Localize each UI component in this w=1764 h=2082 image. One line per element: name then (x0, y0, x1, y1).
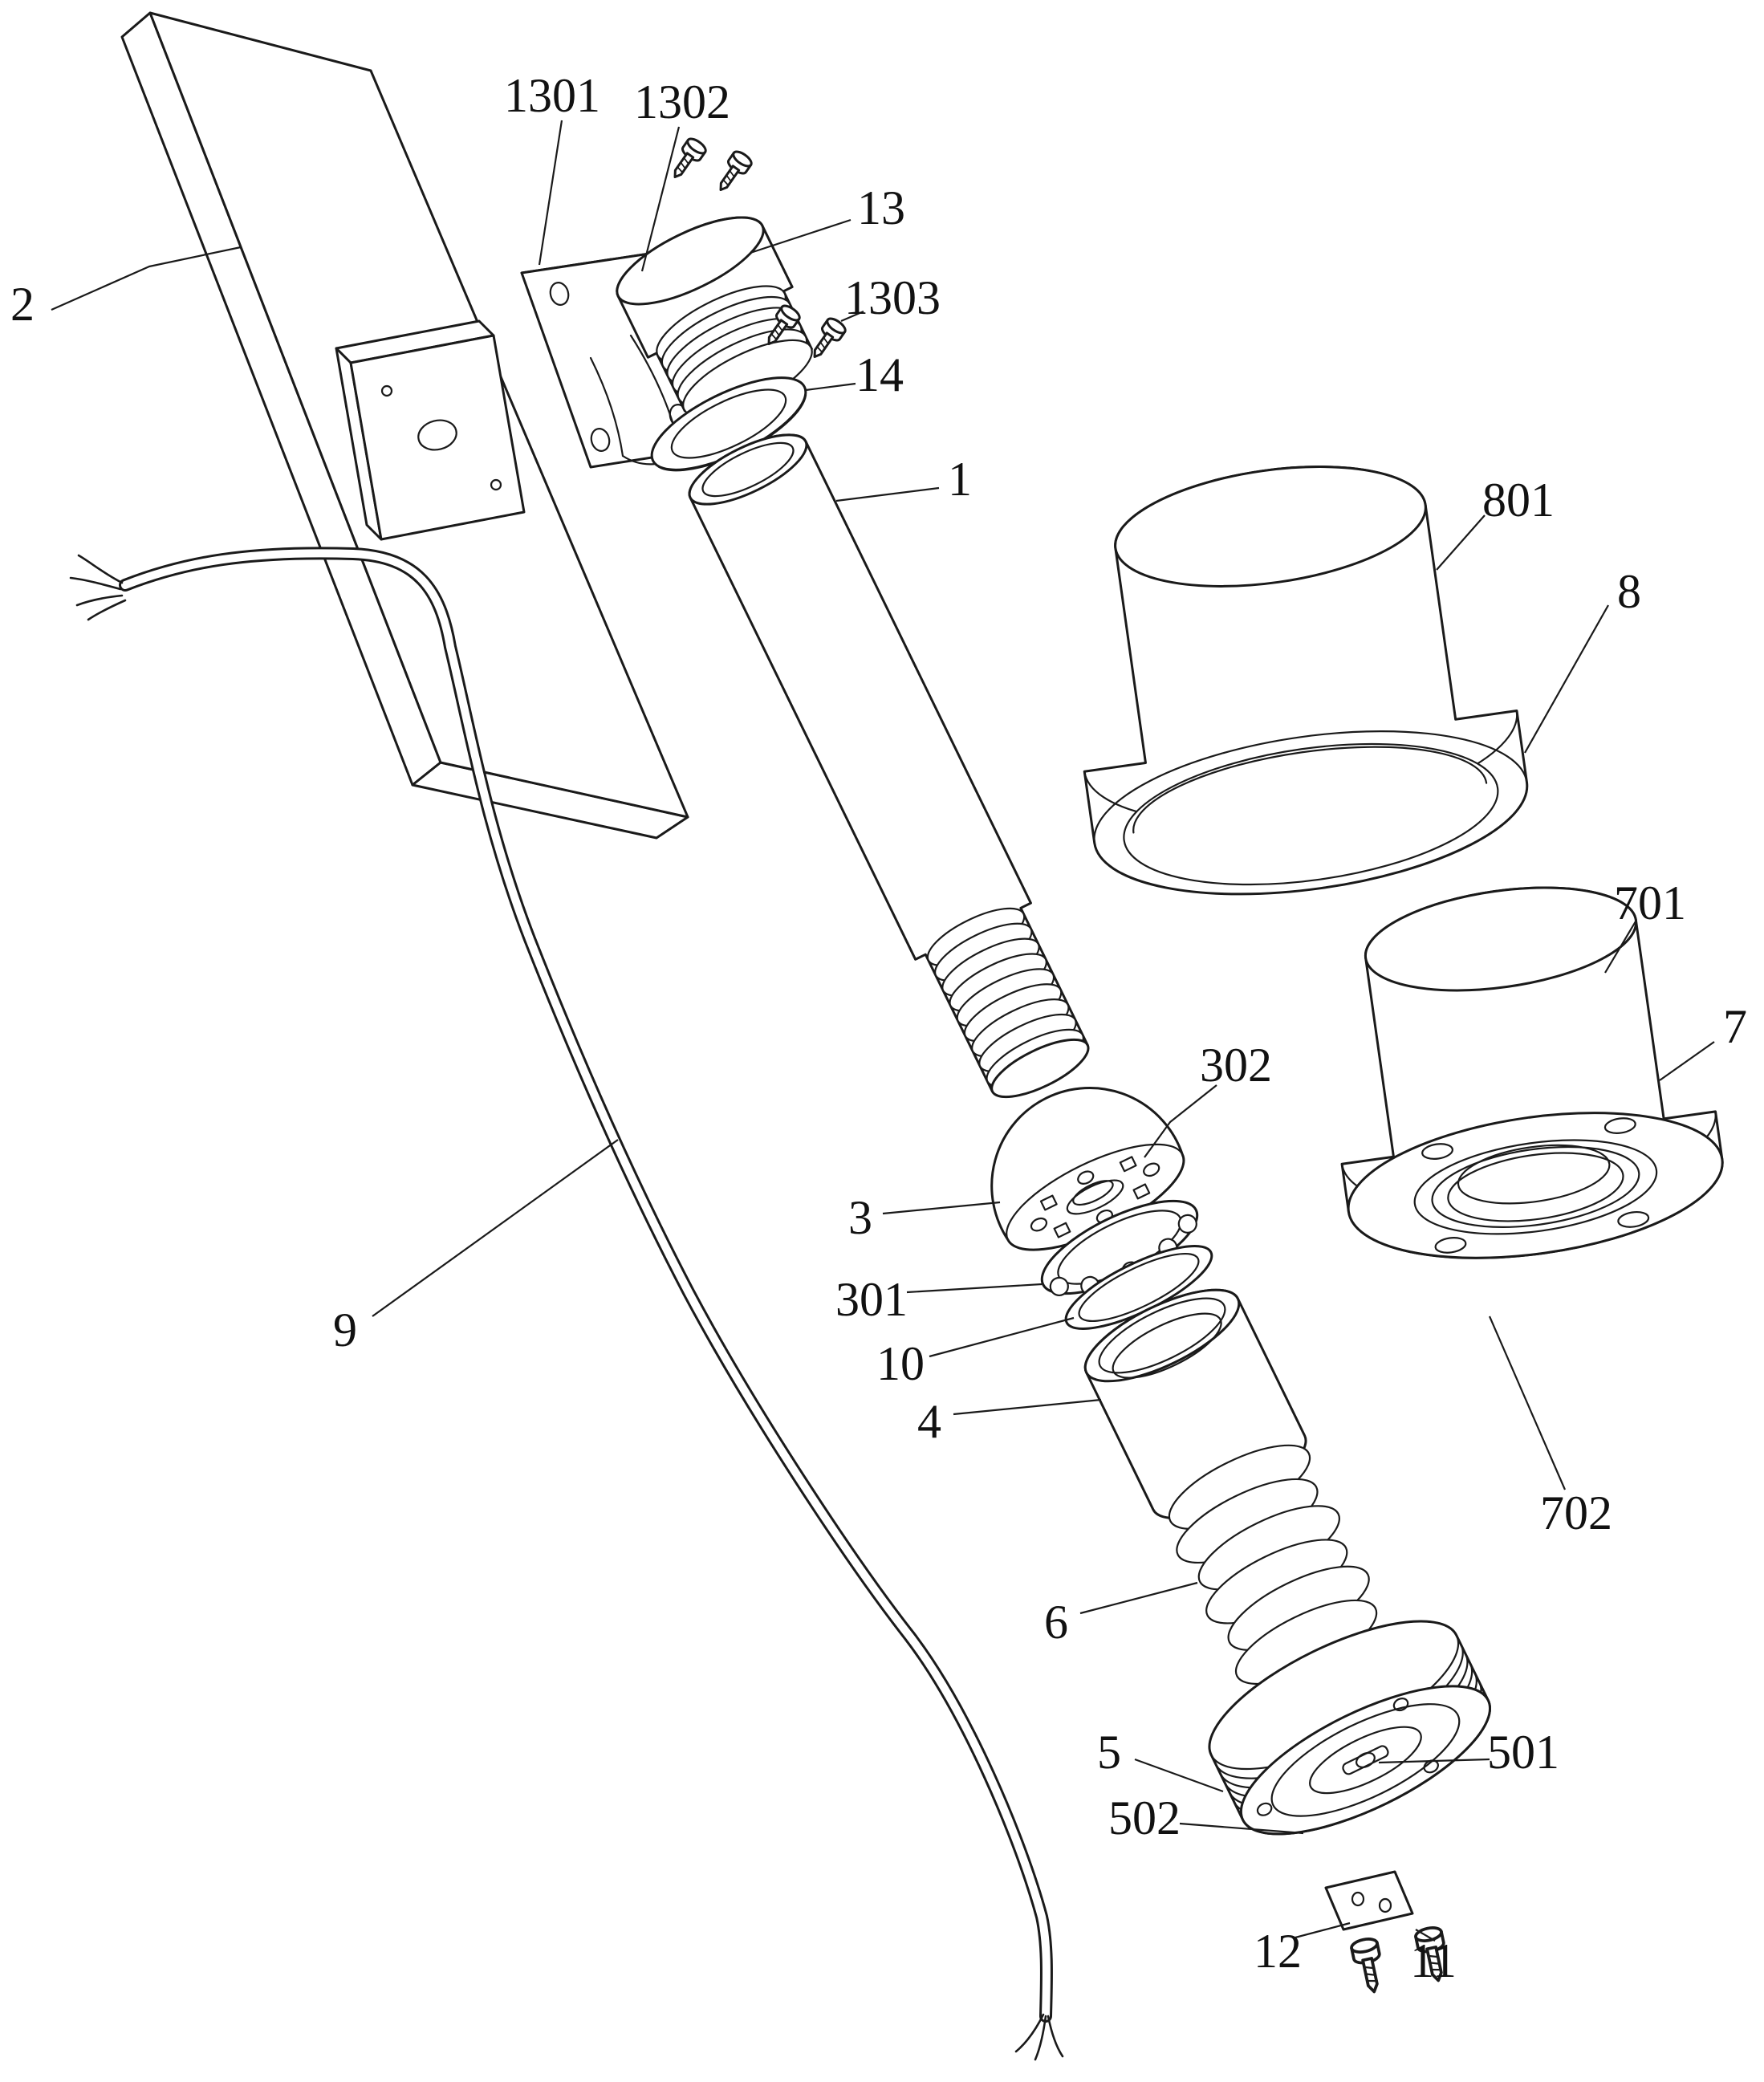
leader-line-1303 (840, 310, 864, 323)
leader-line-12 (1295, 1921, 1351, 1939)
part-label-14: 14 (856, 348, 904, 401)
coil-spring (1168, 1444, 1378, 1686)
leader-line-8 (1524, 604, 1609, 754)
part-label-8: 8 (1617, 565, 1641, 618)
part-label-1: 1 (948, 453, 972, 506)
leader-line-5 (1134, 1758, 1224, 1793)
part-label-1303: 1303 (844, 271, 941, 324)
part-label-501: 501 (1487, 1726, 1559, 1779)
part-label-7: 7 (1723, 1000, 1747, 1053)
wire-strands-bottom (1014, 2013, 1064, 2061)
part-label-10: 10 (876, 1337, 925, 1390)
leader-line-801 (1436, 514, 1486, 571)
junction-box (335, 319, 526, 541)
part-label-502: 502 (1108, 1791, 1181, 1844)
leader-line-301 (906, 1283, 1043, 1294)
part-label-3: 3 (848, 1191, 872, 1244)
part-label-5: 5 (1097, 1726, 1121, 1779)
part-label-301: 301 (835, 1273, 908, 1326)
flanged-sleeve (1340, 886, 1724, 1259)
leader-line-501 (1378, 1758, 1490, 1764)
end-disc (1208, 1620, 1491, 1836)
clamp-tab (1324, 1870, 1414, 1931)
outer-cup (1083, 466, 1529, 896)
screw-1302-a (665, 135, 709, 185)
leader-line-701 (1604, 921, 1636, 974)
leader-line-14 (805, 382, 856, 392)
leader-line-502 (1179, 1822, 1304, 1835)
leader-line-4 (953, 1398, 1102, 1416)
part-label-801: 801 (1482, 474, 1555, 527)
leader-line-1301 (538, 120, 563, 266)
part-label-701: 701 (1614, 876, 1686, 929)
part-label-6: 6 (1044, 1596, 1068, 1649)
part-label-11: 11 (1410, 1934, 1457, 1987)
leader-line-7 (1659, 1041, 1715, 1081)
leader-line-1302 (640, 126, 681, 272)
part-label-1302: 1302 (634, 75, 730, 128)
screw-12 (1348, 1935, 1388, 1996)
part-label-1301: 1301 (504, 69, 600, 122)
leader-line-10 (929, 1316, 1075, 1358)
leader-line-9 (372, 1139, 619, 1317)
washer (1064, 1245, 1213, 1330)
leader-line-702 (1488, 1315, 1567, 1490)
part-label-9: 9 (333, 1303, 357, 1356)
leader-line-3 (882, 1201, 1001, 1215)
power-cable (69, 547, 1064, 2061)
part-label-13: 13 (857, 181, 905, 234)
screw-1302-b (710, 148, 755, 197)
part-label-4: 4 (917, 1395, 941, 1448)
part-label-702: 702 (1540, 1486, 1612, 1539)
leader-line-302 (1144, 1084, 1217, 1158)
leader-line-11 (1415, 1929, 1436, 1942)
part-label-12: 12 (1254, 1925, 1302, 1978)
leader-line-13 (750, 218, 852, 254)
wire-strands-top (69, 554, 127, 621)
leader-line-6 (1079, 1581, 1198, 1615)
part-label-302: 302 (1200, 1039, 1272, 1092)
main-tube (688, 433, 1090, 1099)
part-label-2: 2 (10, 278, 35, 331)
leader-line-1 (835, 486, 940, 502)
leader-line-2 (51, 246, 242, 311)
